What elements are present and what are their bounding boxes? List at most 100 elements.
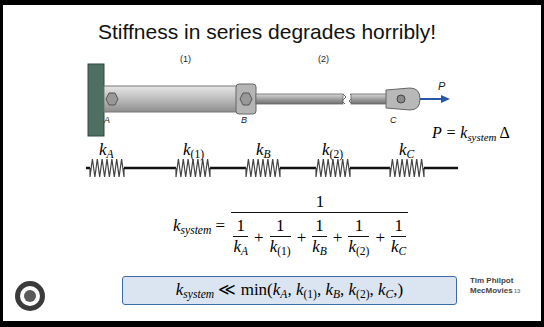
math-text: k <box>322 140 330 160</box>
logo <box>15 281 45 311</box>
logo <box>24 290 36 302</box>
member-number: (2) <box>318 54 329 64</box>
spring-coil <box>390 159 424 177</box>
math-text: k <box>233 237 241 257</box>
math-text: 1 <box>394 216 403 236</box>
page-number: 13 <box>514 288 521 294</box>
spring-link <box>210 167 246 170</box>
spring-link <box>280 167 316 170</box>
spring-link <box>124 167 176 170</box>
fraction-bar <box>312 236 327 237</box>
math-text: C <box>386 288 394 301</box>
fraction-den: k(1) <box>270 237 291 260</box>
math-text: k <box>296 280 304 300</box>
math-text: k <box>348 237 356 257</box>
math-text: = <box>211 216 229 236</box>
fraction-bar <box>270 236 291 237</box>
fraction-den: kC <box>391 237 406 260</box>
math-text: C <box>399 245 407 258</box>
math-text: (1) <box>277 245 290 258</box>
load-label: P <box>438 80 445 92</box>
slide-title: Stiffness in series degrades horribly! <box>98 20 436 44</box>
stiffness-law: P = ksystemΔ <box>432 124 510 142</box>
pin-c <box>397 95 405 103</box>
fraction-bar <box>348 236 369 237</box>
bar-one <box>104 86 250 112</box>
math-text: ≪ min( <box>214 279 273 300</box>
clevis-b <box>236 84 256 114</box>
fraction-den: kA <box>233 237 248 260</box>
break-mark <box>342 94 346 104</box>
denominator: 1kA+1k(1)+1kB+1k(2)+1kC <box>231 216 408 260</box>
math-text: k <box>273 280 281 300</box>
math-text: system <box>467 131 496 143</box>
spring-coil <box>176 159 210 177</box>
formula-lhs: ksystem = <box>173 216 229 236</box>
math-text: k <box>325 280 333 300</box>
math-text: 1 <box>236 216 245 236</box>
math-text: system <box>181 224 212 237</box>
fraction: 1kC <box>391 216 406 260</box>
math-text: Δ <box>499 124 509 142</box>
math-text: A <box>241 245 248 258</box>
math-text: , <box>317 280 326 300</box>
math-text: , <box>370 280 379 300</box>
math-text: + <box>333 228 343 248</box>
math-text: + <box>254 228 264 248</box>
math-text: A <box>107 148 114 161</box>
math-text: , <box>287 280 296 300</box>
math-text: 1 <box>355 216 364 236</box>
result-box: ksystem ≪ min(kA, k(1), kB, k(2), kC,) <box>122 276 457 305</box>
wall-plate <box>88 64 104 136</box>
spring-row <box>86 159 458 177</box>
rod-two <box>256 94 343 104</box>
math-text: (2) <box>356 245 369 258</box>
joint-letter: C <box>390 115 397 125</box>
math-text: C <box>407 148 415 161</box>
arrow-head <box>441 95 450 103</box>
math-text: + <box>297 228 307 248</box>
spring-label: k(2) <box>322 140 343 160</box>
math-text: 1 <box>316 192 325 212</box>
math-text: k <box>270 237 278 257</box>
bolt-b <box>240 93 252 105</box>
spring-label: k(1) <box>183 140 204 160</box>
fraction-bar <box>231 212 408 213</box>
spring-coil <box>316 159 350 177</box>
joint-letter: A <box>104 115 110 125</box>
logo <box>20 286 40 306</box>
math-text: system <box>183 288 214 301</box>
fraction: 1kB <box>312 216 327 260</box>
math-text: ,) <box>393 280 403 300</box>
clevis-c <box>386 88 420 110</box>
fraction-bar <box>391 236 406 237</box>
spring-link <box>350 167 390 170</box>
spring-coil <box>246 159 280 177</box>
math-text: A <box>280 288 287 301</box>
math-text: (2) <box>356 288 369 301</box>
bolt-a <box>106 93 118 105</box>
spring-label: kB <box>256 140 271 160</box>
credit: Tim Philpot <box>470 276 513 285</box>
math-text: k <box>173 216 181 236</box>
math-text: k <box>183 140 191 160</box>
rod-two <box>351 94 387 104</box>
joint-letter: B <box>241 115 247 125</box>
math-text: k <box>460 124 467 142</box>
math-text: k <box>176 280 184 300</box>
credit-line: MecMovies13 <box>470 286 520 295</box>
fraction: 1k(1) <box>270 216 291 260</box>
math-text: P = <box>432 124 460 142</box>
math-text: k <box>399 140 407 160</box>
fraction-bar <box>233 236 248 237</box>
math-text: 1 <box>276 216 285 236</box>
math-text: (1) <box>303 288 316 301</box>
fraction: 11kA+1k(1)+1kB+1k(2)+1kC <box>231 192 408 260</box>
fraction: 1k(2) <box>348 216 369 260</box>
credit: MecMovies <box>470 286 513 295</box>
load-arrow <box>420 98 444 100</box>
spring-coil <box>90 159 124 177</box>
math-text: , <box>340 280 349 300</box>
math-text: B <box>320 245 327 258</box>
system-formula: ksystem = 11kA+1k(1)+1kB+1k(2)+1kC <box>173 192 410 260</box>
